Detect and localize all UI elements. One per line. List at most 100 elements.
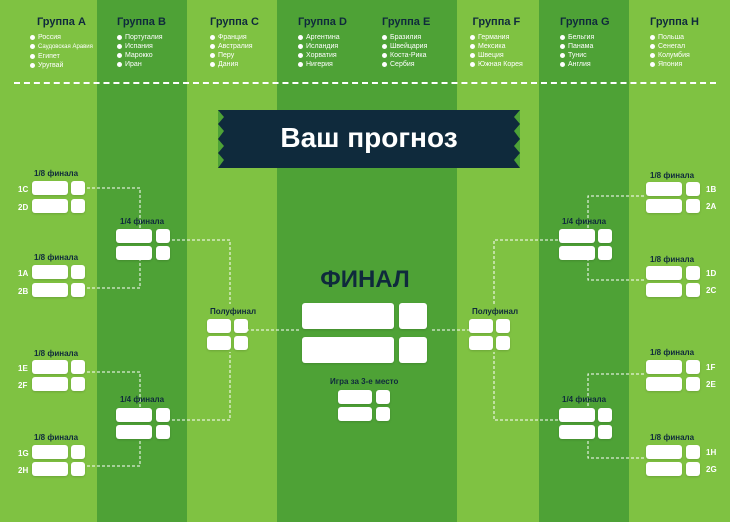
team-slot[interactable] <box>646 377 682 391</box>
flag-icon <box>30 62 35 68</box>
score-slot[interactable] <box>598 425 612 439</box>
r16-label: 1/8 финала <box>650 255 695 264</box>
score-slot[interactable] <box>686 462 700 476</box>
score-slot[interactable] <box>598 408 612 422</box>
team: Сенегал <box>650 42 699 51</box>
team-name: Тунис <box>568 52 587 59</box>
team-slot[interactable] <box>646 182 682 196</box>
flag-icon <box>117 61 122 67</box>
team-name: Саудовская Аравия <box>38 44 93 50</box>
score-slot[interactable] <box>71 283 85 297</box>
score-slot[interactable] <box>234 319 248 333</box>
score-slot[interactable] <box>598 229 612 243</box>
team-slot[interactable] <box>116 229 152 243</box>
team-slot[interactable] <box>302 303 394 329</box>
sf-label: Полуфинал <box>210 307 257 316</box>
score-slot[interactable] <box>156 408 170 422</box>
team-slot[interactable] <box>646 445 682 459</box>
score-slot[interactable] <box>686 199 700 213</box>
score-slot[interactable] <box>598 246 612 260</box>
score-slot[interactable] <box>686 377 700 391</box>
flag-icon <box>30 34 35 40</box>
seed-label: 1E <box>18 364 28 373</box>
qf-label: 1/4 финала <box>120 217 165 226</box>
team-slot[interactable] <box>302 337 394 363</box>
score-slot[interactable] <box>399 337 427 363</box>
sf-label: Полуфинал <box>472 307 519 316</box>
group-title: Группа C <box>210 16 259 28</box>
team-name: Португалия <box>125 34 163 41</box>
flag-icon <box>470 43 475 49</box>
title-banner: Ваш прогноз <box>218 110 520 168</box>
team-slot[interactable] <box>207 336 231 350</box>
team-slot[interactable] <box>469 319 493 333</box>
score-slot[interactable] <box>71 445 85 459</box>
team-slot[interactable] <box>32 283 68 297</box>
team-slot[interactable] <box>32 265 68 279</box>
score-slot[interactable] <box>376 407 390 421</box>
team-slot[interactable] <box>338 390 372 404</box>
ribbon-edges <box>218 110 520 168</box>
score-slot[interactable] <box>686 266 700 280</box>
score-slot[interactable] <box>686 182 700 196</box>
score-slot[interactable] <box>156 229 170 243</box>
page-title: Ваш прогноз <box>280 122 458 153</box>
team-slot[interactable] <box>116 246 152 260</box>
group-title: Группа E <box>382 16 431 28</box>
score-slot[interactable] <box>376 390 390 404</box>
score-slot[interactable] <box>686 445 700 459</box>
team-slot[interactable] <box>646 360 682 374</box>
score-slot[interactable] <box>399 303 427 329</box>
score-slot[interactable] <box>496 336 510 350</box>
team-slot[interactable] <box>559 425 595 439</box>
flag-icon <box>298 52 303 58</box>
score-slot[interactable] <box>686 360 700 374</box>
team-slot[interactable] <box>559 229 595 243</box>
r16-label: 1/8 финала <box>34 349 79 358</box>
team-slot[interactable] <box>32 462 68 476</box>
team-slot[interactable] <box>207 319 231 333</box>
team-slot[interactable] <box>32 360 68 374</box>
team-slot[interactable] <box>646 462 682 476</box>
flag-icon <box>30 43 35 49</box>
team-name: Египет <box>38 53 60 60</box>
score-slot[interactable] <box>71 377 85 391</box>
team: Бельгия <box>560 33 610 42</box>
team: Тунис <box>560 51 610 60</box>
team-slot[interactable] <box>646 283 682 297</box>
score-slot[interactable] <box>156 246 170 260</box>
score-slot[interactable] <box>71 360 85 374</box>
seed-label: 1C <box>18 185 29 194</box>
qf-label: 1/4 финала <box>562 217 607 226</box>
score-slot[interactable] <box>686 283 700 297</box>
flag-icon <box>560 34 565 40</box>
group-title: Группа A <box>36 16 86 28</box>
score-slot[interactable] <box>71 181 85 195</box>
team-slot[interactable] <box>32 445 68 459</box>
team-slot[interactable] <box>559 408 595 422</box>
score-slot[interactable] <box>71 462 85 476</box>
group-g: Группа G Бельгия Панама Тунис Англия <box>560 16 610 69</box>
team-slot[interactable] <box>338 407 372 421</box>
team-name: Иран <box>125 61 142 68</box>
team-name: Сербия <box>390 61 415 68</box>
team-slot[interactable] <box>559 246 595 260</box>
team-slot[interactable] <box>32 377 68 391</box>
score-slot[interactable] <box>234 336 248 350</box>
team-name: Хорватия <box>306 52 337 59</box>
team-slot[interactable] <box>646 266 682 280</box>
score-slot[interactable] <box>496 319 510 333</box>
group-c: Группа C Франция Австралия Перу Дания <box>210 16 259 69</box>
team-slot[interactable] <box>116 408 152 422</box>
team-slot[interactable] <box>116 425 152 439</box>
team-slot[interactable] <box>646 199 682 213</box>
team-slot[interactable] <box>32 181 68 195</box>
score-slot[interactable] <box>156 425 170 439</box>
team-name: Аргентина <box>306 34 340 41</box>
seed-label: 2G <box>706 465 717 474</box>
team-slot[interactable] <box>469 336 493 350</box>
team-slot[interactable] <box>32 199 68 213</box>
score-slot[interactable] <box>71 199 85 213</box>
score-slot[interactable] <box>71 265 85 279</box>
